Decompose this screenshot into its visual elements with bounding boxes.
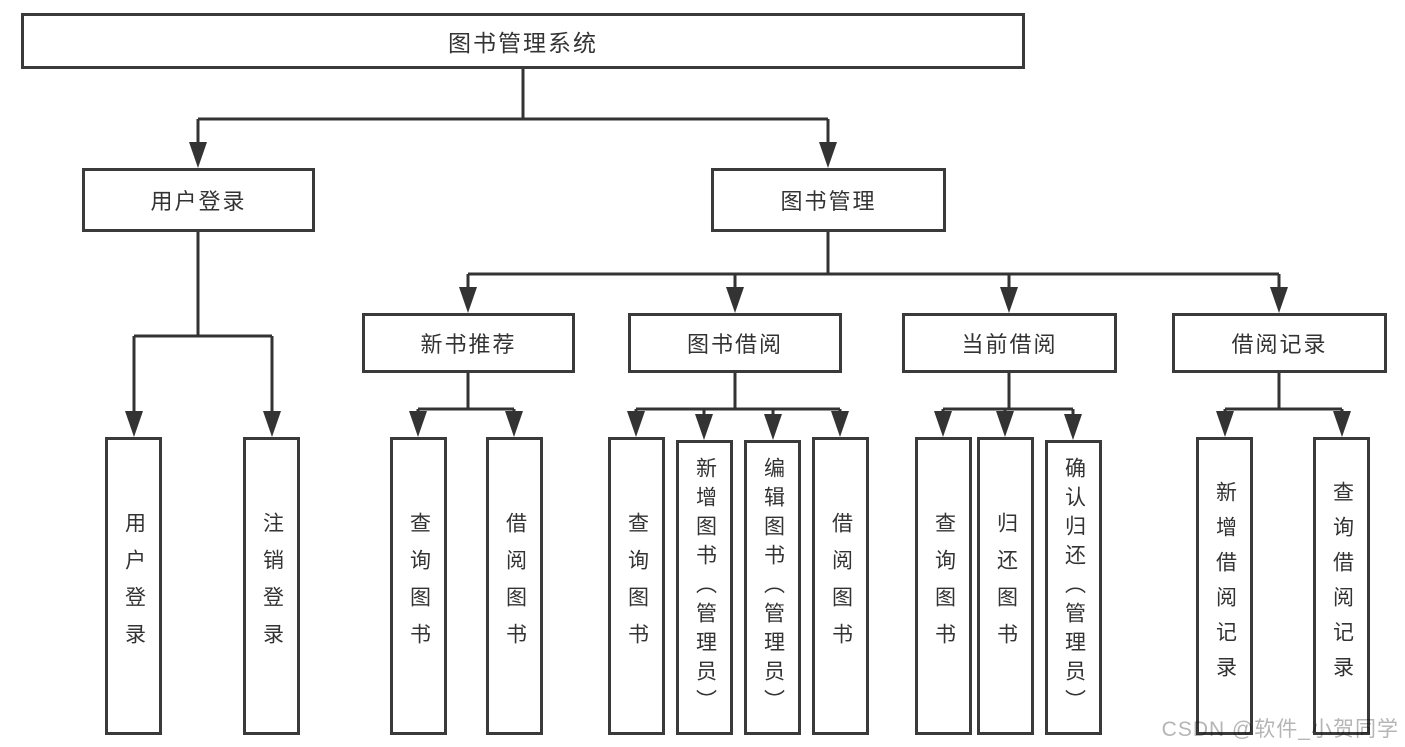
node-borrow-books-recommend: 借阅图书 xyxy=(486,437,543,735)
node-label: 新书推荐 xyxy=(420,332,517,357)
node-edit-book-admin: 编辑图书（管理员） xyxy=(744,440,801,735)
node-query-books-current: 查询图书 xyxy=(915,437,972,735)
node-label: 借阅图书 xyxy=(829,512,853,660)
node-book-borrowing: 图书借阅 xyxy=(628,313,842,373)
node-label: 借阅记录 xyxy=(1231,332,1328,357)
node-label: 图书管理系统 xyxy=(448,30,598,56)
node-label: 查询图书 xyxy=(932,512,956,660)
node-user-login-leaf: 用户登录 xyxy=(105,437,162,735)
node-label: 借阅图书 xyxy=(503,512,527,660)
arrowheads xyxy=(125,142,1351,440)
node-label: 用户登录 xyxy=(122,512,146,660)
node-logout: 注销登录 xyxy=(243,437,300,735)
node-label: 当前借阅 xyxy=(961,332,1058,357)
node-label: 新增图书（管理员） xyxy=(693,457,717,718)
node-query-books-recommend: 查询图书 xyxy=(390,437,447,735)
node-add-book-admin: 新增图书（管理员） xyxy=(676,440,733,735)
node-query-books-borrowing: 查询图书 xyxy=(608,437,665,735)
node-label: 确认归还（管理员） xyxy=(1062,457,1086,718)
node-query-borrow-record: 查询借阅记录 xyxy=(1313,437,1370,735)
node-label: 用户登录 xyxy=(150,189,247,214)
node-label: 查询图书 xyxy=(407,512,431,660)
node-label: 注销登录 xyxy=(260,512,284,660)
node-new-book-recommend: 新书推荐 xyxy=(362,313,575,373)
node-label: 图书管理 xyxy=(780,189,877,214)
node-confirm-return-admin: 确认归还（管理员） xyxy=(1045,440,1102,735)
node-library-management-system: 图书管理系统 xyxy=(21,13,1025,69)
node-label: 编辑图书（管理员） xyxy=(761,457,785,718)
node-add-borrow-record: 新增借阅记录 xyxy=(1196,437,1253,735)
node-current-borrowing: 当前借阅 xyxy=(902,313,1117,373)
node-label: 查询图书 xyxy=(625,512,649,660)
node-return-books: 归还图书 xyxy=(977,437,1034,735)
node-label: 归还图书 xyxy=(994,512,1018,660)
node-label: 图书借阅 xyxy=(686,332,783,357)
node-user-login: 用户登录 xyxy=(82,168,315,232)
node-borrow-books-leaf: 借阅图书 xyxy=(812,437,869,735)
csdn-watermark: CSDN @软件_小贺同学 xyxy=(1161,718,1399,741)
node-label: 新增借阅记录 xyxy=(1213,481,1237,691)
node-label: 查询借阅记录 xyxy=(1330,481,1354,691)
node-book-management: 图书管理 xyxy=(711,168,946,232)
node-borrow-records: 借阅记录 xyxy=(1172,313,1387,373)
